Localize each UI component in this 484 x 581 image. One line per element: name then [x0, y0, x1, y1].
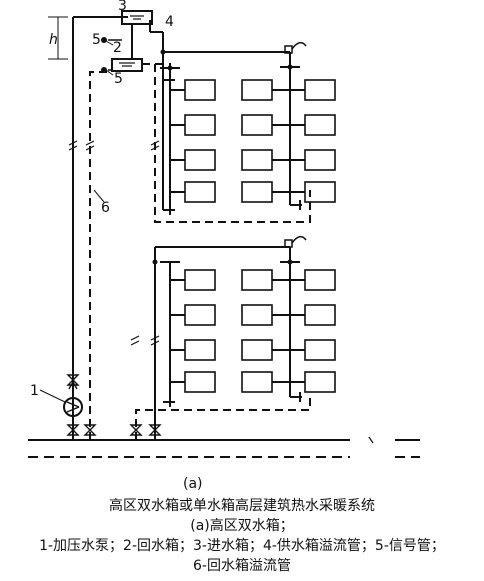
booster-pump-1 [63, 397, 83, 417]
caption-subtitle: (a)高区双水箱； [190, 518, 294, 534]
label-4: 4 [165, 14, 174, 30]
label-6: 6 [101, 200, 110, 216]
label-3: 3 [118, 0, 127, 14]
return-tank-overflow-pipe-6 [89, 71, 110, 440]
return-tank-2 [111, 58, 143, 72]
caption-legend-1: 1-加压水泵；2-回水箱；3-进水箱；4-供水箱溢流管；5-信号管； [39, 538, 445, 554]
caption-title: 高区双水箱或单水箱高层建筑热水采暖系统 [109, 498, 375, 514]
valve-overflow [83, 424, 97, 436]
label-h: h [49, 32, 58, 48]
label-5a: 5 [92, 32, 101, 48]
lower-return-loop [135, 395, 311, 440]
lower-left-radiators [184, 269, 216, 393]
upper-return-loop [142, 63, 311, 223]
label-2: 2 [113, 40, 122, 56]
valve-lower-supply [148, 424, 162, 436]
label-5b: 5 [114, 71, 123, 87]
valve-pump-top [66, 374, 80, 386]
valve-pump-bottom [66, 424, 80, 436]
caption-legend-2: 6-回水箱溢流管 [193, 558, 291, 574]
upper-left-radiators [184, 79, 216, 203]
label-1: 1 [30, 383, 39, 399]
sub-label-a: (a) [183, 476, 203, 492]
valve-lower-return [129, 424, 143, 436]
upper-right-radiators [241, 79, 336, 203]
lower-right-radiators [241, 269, 336, 393]
inlet-tank-3 [121, 10, 153, 25]
